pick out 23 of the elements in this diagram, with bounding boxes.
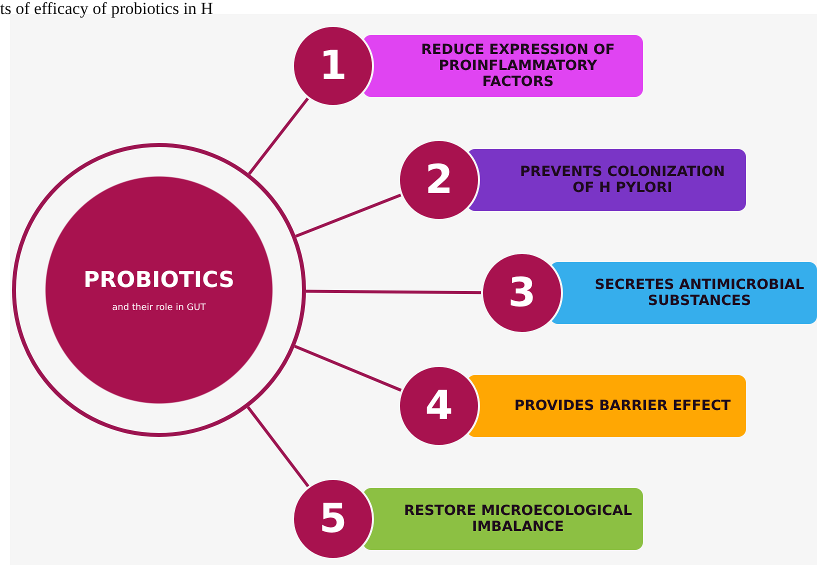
connector-line [295, 194, 402, 238]
bar-text: RESTORE MICROECOLOGICAL IMBALANCE [403, 503, 633, 535]
subtitle-text: and their role in GUT [112, 302, 206, 312]
bar-text: PROVIDES BARRIER EFFECT [514, 398, 731, 414]
bar-text: REDUCE EXPRESSION OF PROINFLAMMATORY FACTORS [420, 42, 616, 90]
label-bar [363, 488, 643, 550]
bar-text: PREVENTS COLONIZATION OF H PYLORI [519, 164, 726, 196]
label-bar [550, 262, 817, 324]
step-number: 1 [319, 43, 347, 89]
step-number: 2 [425, 157, 453, 203]
step-number: 5 [319, 496, 347, 542]
label-bar [467, 149, 746, 211]
step-number: 3 [508, 270, 536, 316]
connector-line [306, 290, 482, 294]
bar-text: SECRETES ANTIMICROBIAL SUBSTANCES [594, 277, 806, 309]
connector-line [248, 97, 310, 175]
step-number: 4 [425, 383, 453, 429]
connector-line [294, 344, 402, 392]
connector-line [246, 406, 310, 488]
label-bar [363, 35, 643, 97]
title-text: PROBIOTICS [83, 268, 234, 292]
label-bar [467, 375, 746, 437]
caption-text: ts of efficacy of probiotics in H [0, 0, 214, 18]
